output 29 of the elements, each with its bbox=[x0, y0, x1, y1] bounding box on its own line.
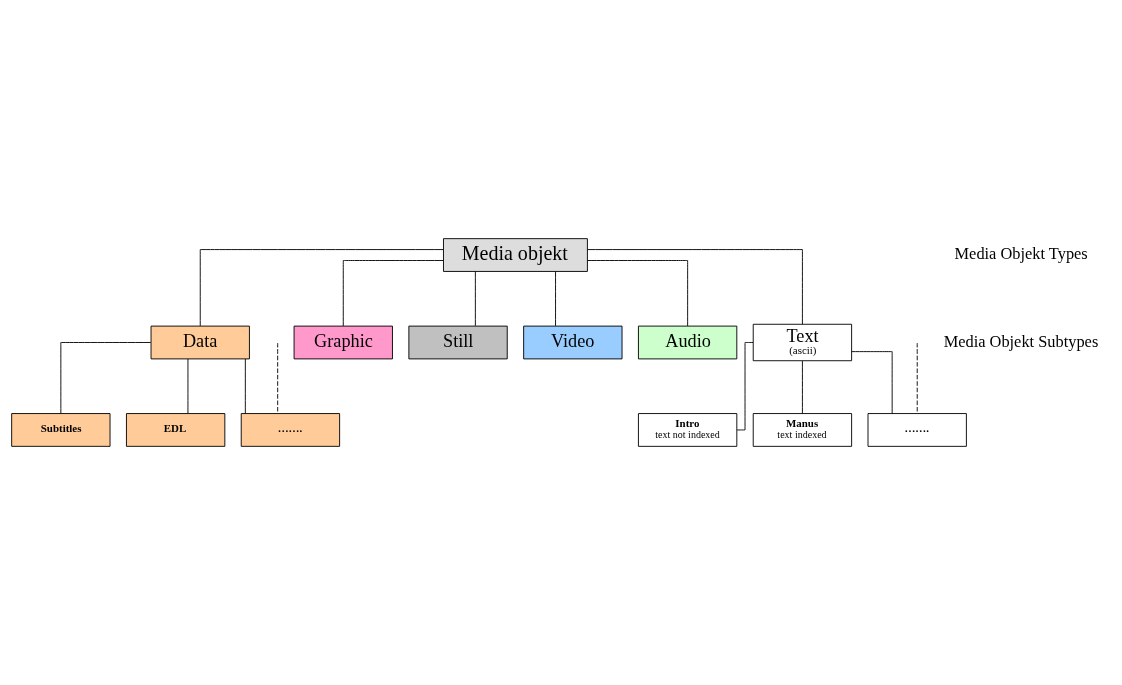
node-box: Intro text not indexed bbox=[638, 413, 738, 447]
node-box: EDL bbox=[126, 413, 226, 447]
connector bbox=[244, 358, 246, 414]
connector bbox=[277, 342, 279, 414]
connector bbox=[187, 358, 189, 414]
node-box: Audio bbox=[638, 325, 738, 360]
node-box: Subtitles bbox=[11, 413, 111, 447]
node-box: ……. bbox=[240, 413, 341, 447]
connector bbox=[342, 260, 444, 327]
connector bbox=[555, 271, 556, 327]
node-box: Text (ascii) bbox=[752, 323, 853, 362]
connector bbox=[474, 271, 476, 327]
connector bbox=[916, 342, 918, 414]
node-box: Graphic bbox=[293, 325, 393, 360]
label: Media Objekt Subtypes bbox=[943, 331, 1099, 351]
label: Media Objekt Types bbox=[954, 244, 1088, 264]
node-box: Video bbox=[523, 325, 623, 360]
connector bbox=[587, 249, 803, 325]
connector bbox=[801, 360, 803, 414]
connector bbox=[736, 342, 754, 431]
node-box: Manus text indexed bbox=[752, 413, 853, 447]
connector bbox=[587, 260, 689, 327]
connector bbox=[60, 342, 152, 414]
node-box: Media objekt bbox=[443, 238, 588, 272]
node-box: Still bbox=[408, 325, 508, 360]
node-box: ……. bbox=[867, 413, 967, 447]
connector bbox=[199, 249, 444, 327]
connector bbox=[851, 351, 893, 414]
node-box: Data bbox=[150, 325, 250, 360]
